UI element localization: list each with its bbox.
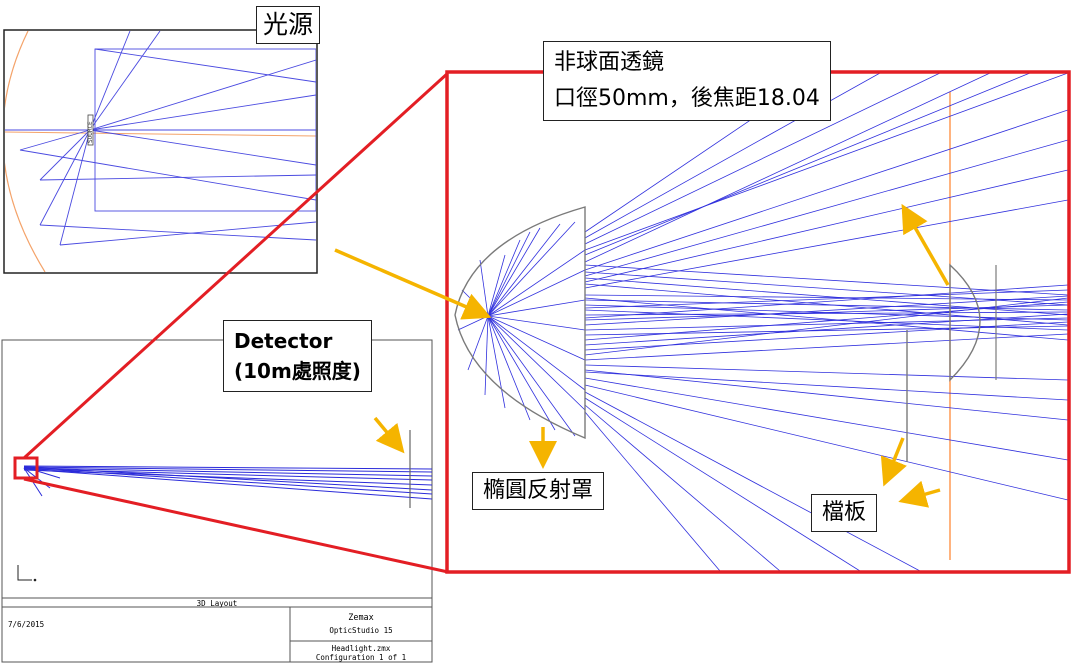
detector-label: Detector (10m處照度) — [223, 320, 372, 392]
arrow-to-baffle-side — [898, 480, 941, 508]
zemax-file-name: Headlight.zmx — [331, 644, 391, 653]
arrow-to-detector — [373, 416, 405, 454]
baffle-label: 檔板 — [811, 494, 878, 532]
arrow-to-focal-plane — [901, 203, 950, 286]
inset-optical-axis — [5, 131, 316, 137]
detector-spec: (10m處照度) — [234, 359, 361, 383]
zemax-software-name: Zemax — [348, 613, 374, 623]
layout-ray-bundle — [23, 465, 433, 500]
ellipsoid-reflector-label: 橢圓反射罩 — [472, 472, 605, 510]
zemax-layout-title: 3D Layout — [196, 599, 238, 608]
inset-ray-bundle — [5, 31, 316, 246]
zoom-source-box — [13, 456, 39, 480]
aspheric-lens-label: 非球面透鏡 口徑50mm，後焦距18.04 — [543, 41, 831, 121]
aspheric-lens-spec: 口徑50mm，後焦距18.04 — [554, 86, 820, 111]
zoom-aspheric-lens — [949, 263, 981, 382]
zoom-connector — [22, 71, 450, 574]
inset-reflector-arc — [5, 31, 46, 272]
zemax-date: 7/6/2015 — [8, 620, 45, 629]
arrow-to-source — [334, 248, 492, 320]
axis-triad-icon — [17, 565, 37, 582]
aspheric-lens-name: 非球面透鏡 — [554, 50, 665, 75]
zemax-software-version: OpticStudio 15 — [329, 626, 393, 635]
light-source-inset: SOURCE — [3, 29, 318, 274]
arrow-to-baffle-up — [880, 437, 907, 487]
zemax-layout-panel — [1, 339, 433, 663]
light-source-label: 光源 — [256, 6, 321, 44]
zemax-configuration: Configuration 1 of 1 — [315, 653, 407, 662]
zoom-ellipsoid-reflector — [454, 206, 586, 440]
detector-name: Detector — [234, 329, 333, 353]
zoom-ray-bundle — [457, 73, 1068, 571]
arrow-icon — [334, 203, 950, 508]
inset-source-tag: SOURCE — [87, 121, 94, 143]
inset-filament — [87, 114, 94, 146]
